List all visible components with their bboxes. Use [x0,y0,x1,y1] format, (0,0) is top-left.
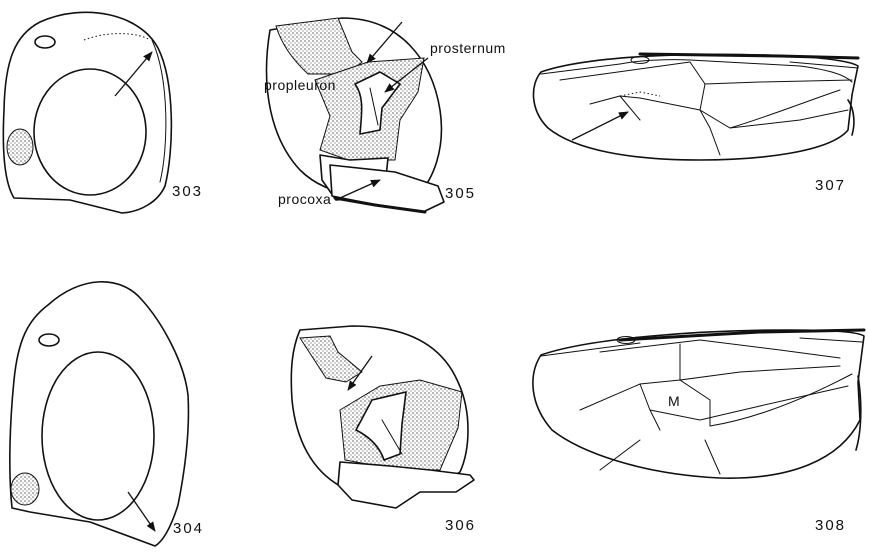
procoxa-shape [330,165,444,212]
figure-305-prothorax [267,18,444,212]
label-propleuron: propleuron [264,77,336,93]
label-procoxa: procoxa [278,191,331,207]
figure-number-308: 308 [815,517,846,534]
figure-number-303: 303 [172,183,203,200]
arrow-305-top [367,22,402,63]
figure-number-304: 304 [173,520,204,537]
antennal-socket [7,129,33,165]
figure-303-head [3,12,171,213]
ocellus [35,36,55,48]
figure-306-prothorax [291,326,474,508]
arrow-304 [128,492,155,531]
propleuron-shading [276,18,362,74]
figure-304-head [10,282,189,546]
arrow-303 [115,52,152,96]
label-cell-m: M [668,393,680,409]
arrow-307 [572,112,628,140]
figure-number-307: 307 [815,177,846,194]
figure-308-wing [533,330,864,478]
label-prosternum: prosternum [430,40,506,56]
compound-eye [34,69,146,195]
antennal-socket [11,473,39,505]
ocellus [39,334,59,346]
figure-number-305: 305 [445,185,476,202]
figure-number-306: 306 [445,517,476,534]
figure-307-wing [533,54,858,160]
compound-eye [42,352,154,520]
propleuron-shading [300,336,362,382]
